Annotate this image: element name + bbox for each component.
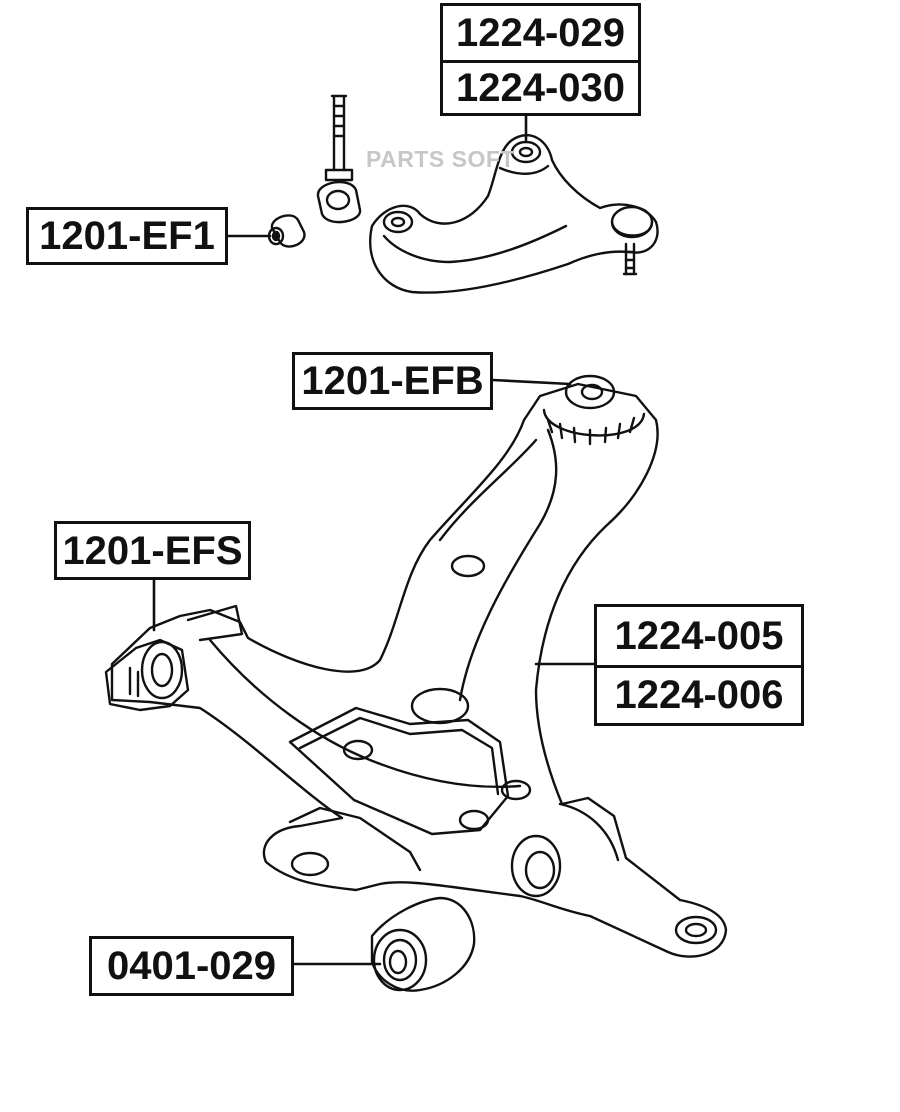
rear-bushing	[370, 896, 476, 992]
callout-lower-arm-part-2: 1224-006	[597, 665, 801, 723]
callout-rear-bushing: 0401-029	[89, 936, 294, 996]
callout-front-bushing: 1201-EFS	[54, 521, 251, 580]
leader-efb	[491, 378, 572, 386]
callout-upper-arm-part-2: 1224-030	[443, 60, 638, 113]
callout-upper-arm-part-1: 1224-029	[455, 10, 626, 55]
small-bushing	[267, 214, 306, 248]
leader-lines	[152, 112, 598, 966]
callout-lower-arm: 1224-005 1224-006	[594, 604, 804, 726]
upper-control-arm	[369, 134, 659, 294]
callout-small-bushing: 1201-EF1	[26, 207, 228, 265]
callout-upper-arm: 1224-029 1224-030	[440, 3, 641, 116]
watermark-text: PARTS SOFT	[366, 146, 515, 172]
stud-bolt	[316, 94, 362, 224]
lower-control-arm	[104, 374, 728, 958]
callout-ball-joint-bushing: 1201-EFB	[292, 352, 493, 410]
callout-lower-arm-part-1: 1224-005	[614, 613, 784, 658]
